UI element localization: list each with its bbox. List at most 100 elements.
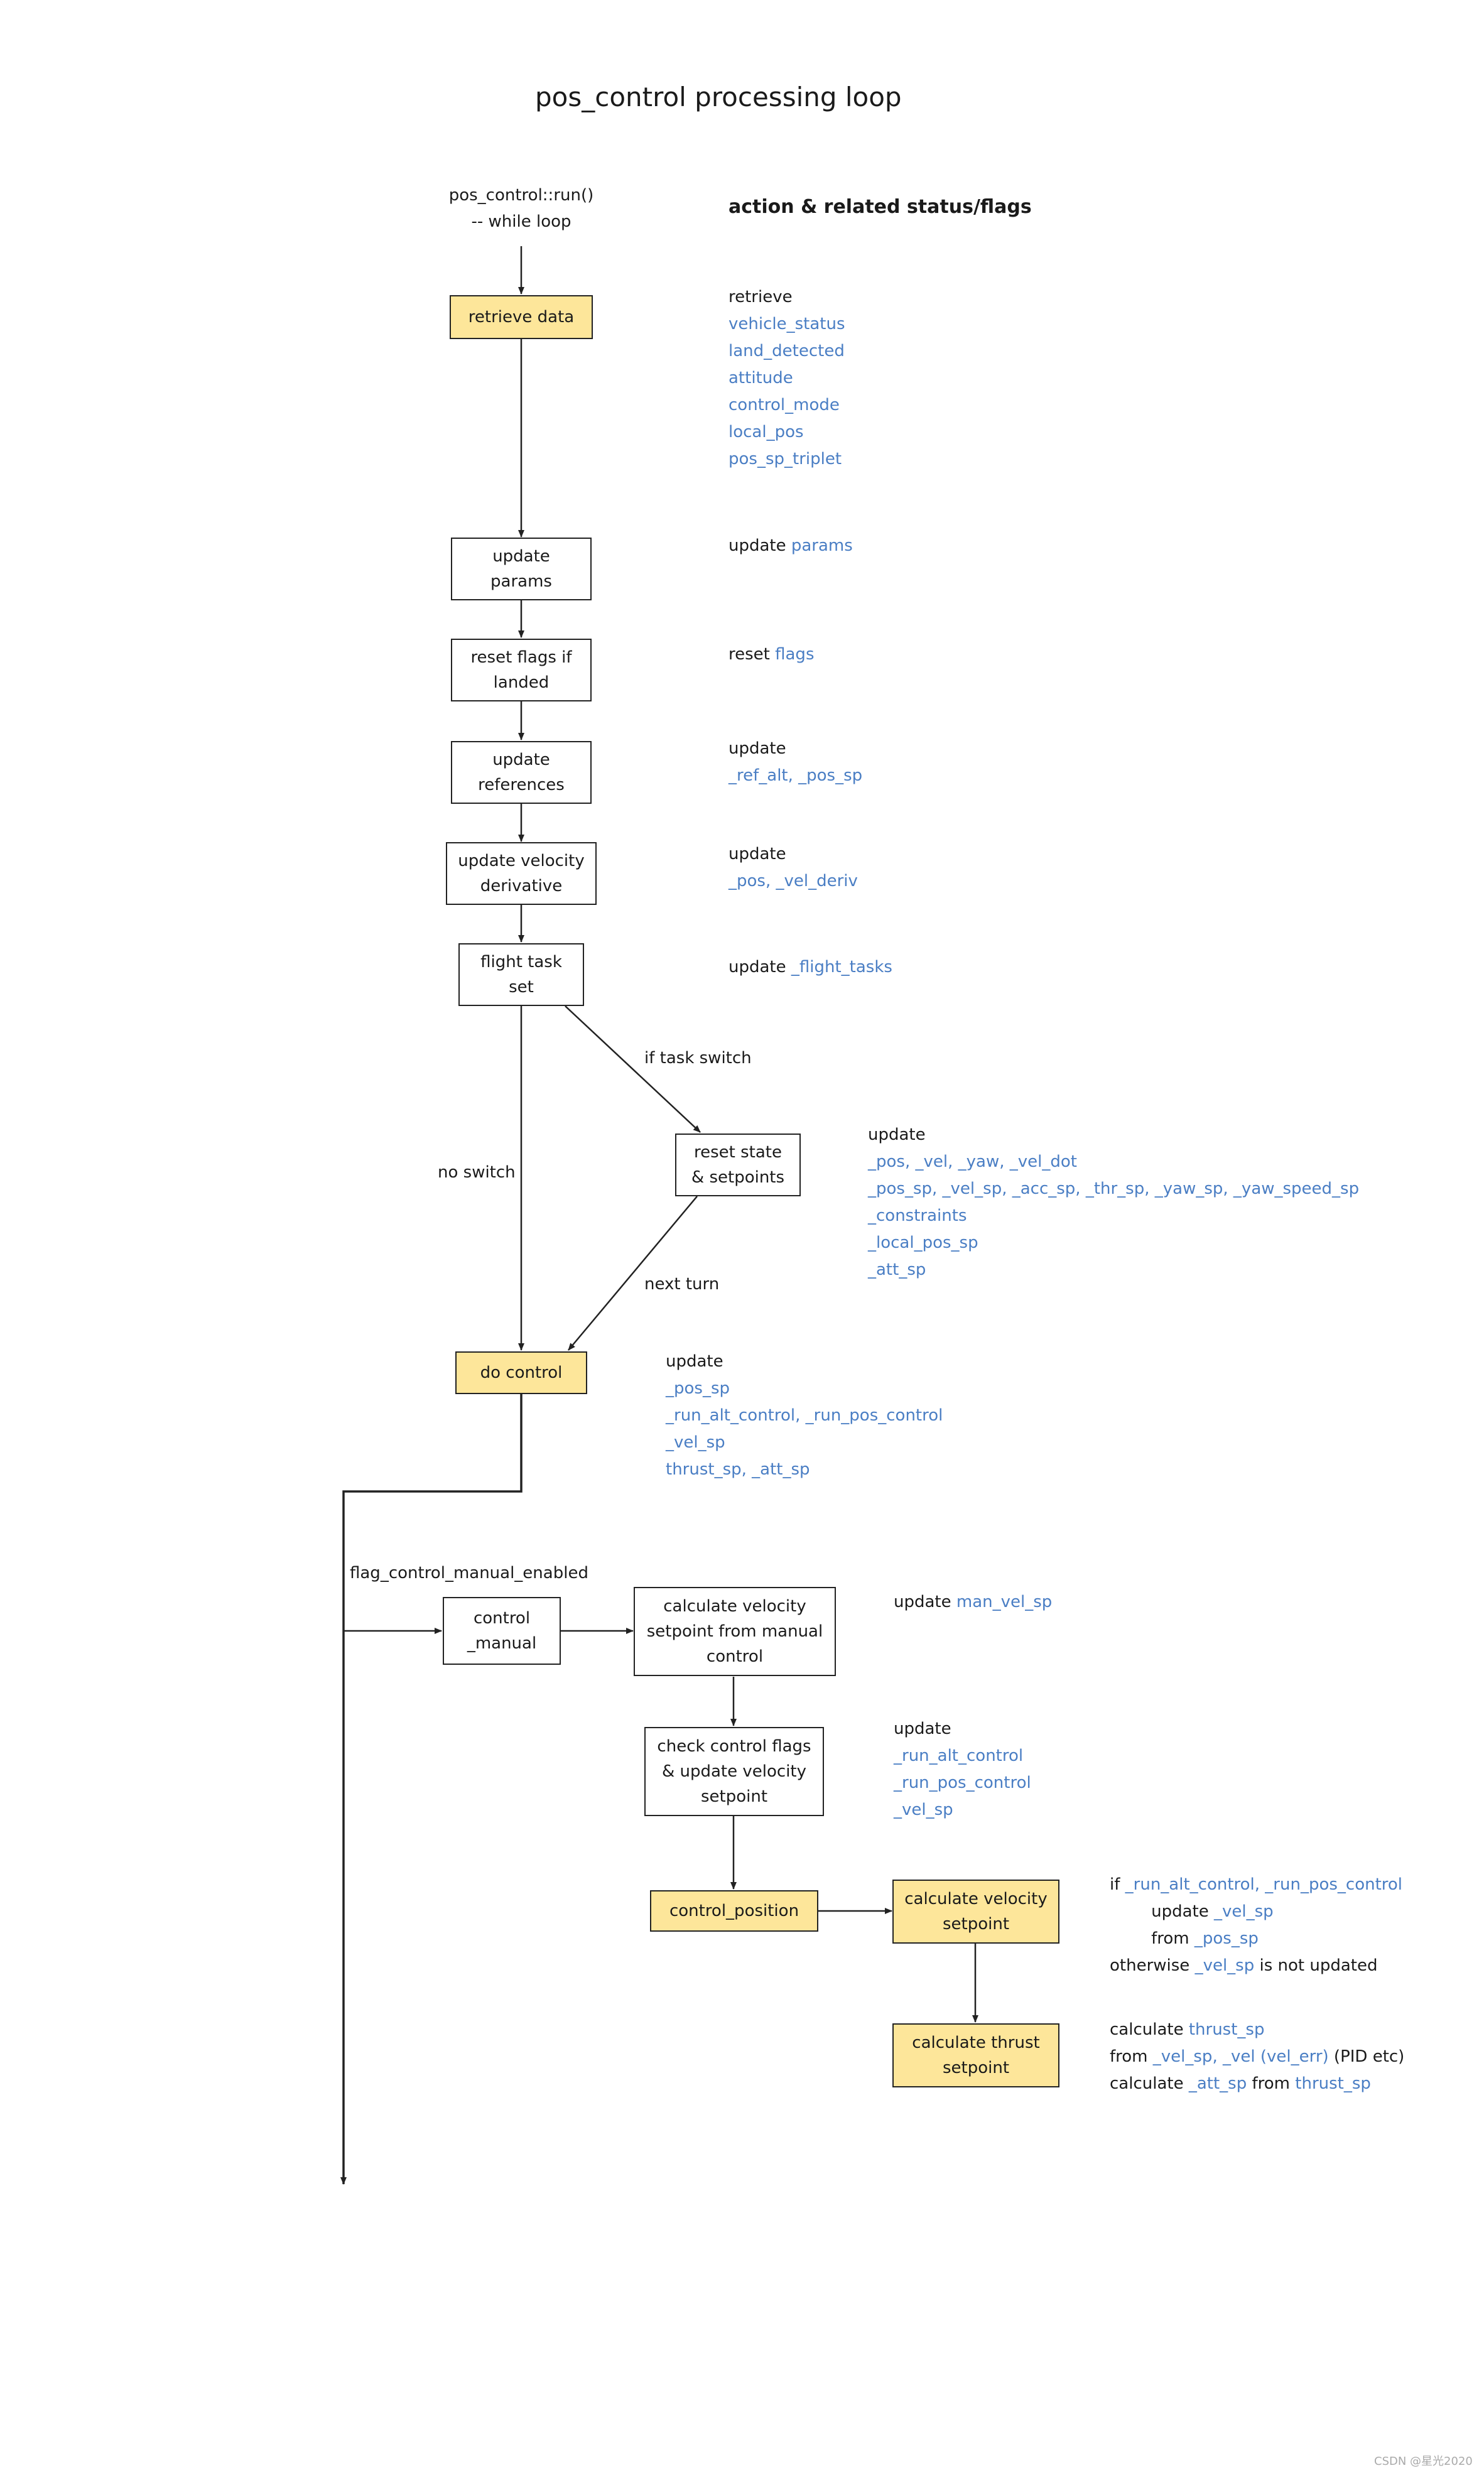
note-variable: pos_sp_triplet [728, 450, 842, 468]
note-variable: _att_sp [868, 1260, 926, 1279]
box-retrieve-data: retrieve data [450, 295, 593, 339]
box-reset-state-setpoints: reset state& setpoints [675, 1134, 801, 1196]
box-label-line: retrieve data [468, 308, 575, 327]
note-line: thrust_sp, _att_sp [666, 1456, 943, 1483]
note-variable: _run_alt_control [894, 1746, 1024, 1765]
note-line: from _vel_sp, _vel (vel_err) (PID etc) [1110, 2043, 1404, 2070]
label-no-switch: no switch [438, 1163, 516, 1182]
note-line: update _flight_tasks [728, 954, 892, 981]
note-line: land_detected [728, 338, 845, 365]
note-line: update [868, 1122, 1359, 1149]
box-label: update references [478, 747, 565, 798]
note-variable: _pos_sp [666, 1379, 730, 1398]
note-variable: thrust_sp [1188, 2020, 1265, 2039]
note-line: update params [728, 533, 853, 560]
box-label-line: reset state [694, 1143, 782, 1162]
note-variable: _pos, _vel, _yaw, _vel_dot [868, 1152, 1077, 1171]
box-label-line: setpoint [700, 1787, 768, 1806]
note-line: _run_alt_control, _run_pos_control [666, 1402, 943, 1429]
note-variable: _ref_alt, _pos_sp [728, 766, 863, 785]
note-line: _att_sp [868, 1257, 1359, 1284]
note-line: retrieve [728, 284, 845, 311]
start-line-2: -- while loop [471, 212, 571, 231]
edge-docontrol-down [340, 1394, 523, 2185]
box-label-line: calculate velocity [904, 1890, 1048, 1908]
note-text: reset [728, 645, 776, 664]
column-heading: action & related status/flags [728, 196, 1032, 218]
box-control-manual: control _manual [443, 1597, 561, 1665]
note-text: from [1110, 1929, 1194, 1948]
note-line: _run_alt_control [894, 1743, 1031, 1770]
note-params: update params [728, 533, 853, 560]
note-line: calculate _att_sp from thrust_sp [1110, 2070, 1404, 2097]
box-label-line: calculate thrust [912, 2033, 1040, 2052]
note-variable: control_mode [728, 396, 840, 414]
note-calc-velocity: if _run_alt_control, _run_pos_control up… [1110, 1871, 1402, 1979]
edge-task-switch [565, 1005, 701, 1133]
note-line: update _vel_sp [1110, 1898, 1402, 1925]
box-control-position: control_position [650, 1890, 818, 1932]
note-variable: flags [775, 645, 815, 664]
note-text: retrieve [728, 288, 793, 306]
note-line: control_mode [728, 392, 845, 419]
box-label-line: references [478, 776, 565, 794]
note-text: if [1110, 1875, 1125, 1894]
box-label: retrieve data [468, 305, 574, 330]
box-label-line: params [490, 572, 552, 591]
note-text: otherwise [1110, 1956, 1195, 1975]
note-variable: thrust_sp, _att_sp [666, 1460, 810, 1479]
note-line: vehicle_status [728, 311, 845, 338]
start-line-1: pos_control::run() [448, 186, 594, 205]
note-variable: vehicle_status [728, 315, 845, 333]
note-variable: _vel_sp [894, 1800, 953, 1819]
note-text: calculate [1110, 2074, 1189, 2093]
note-line: _constraints [868, 1203, 1359, 1230]
note-velocity-derivative: update_pos, _vel_deriv [728, 841, 858, 895]
box-label-line: derivative [480, 877, 563, 896]
note-variable: _run_pos_control [894, 1773, 1031, 1792]
label-if-task-switch: if task switch [644, 1049, 752, 1068]
box-label: control_position [669, 1898, 799, 1924]
note-line: if _run_alt_control, _run_pos_control [1110, 1871, 1402, 1898]
note-variable: params [791, 536, 853, 555]
note-variable: _flight_tasks [791, 958, 892, 977]
box-label-line: _manual [467, 1634, 537, 1653]
note-variable: land_detected [728, 342, 845, 360]
box-label: do control [480, 1360, 563, 1385]
note-line: calculate thrust_sp [1110, 2016, 1404, 2043]
note-variable: _pos_sp, _vel_sp, _acc_sp, _thr_sp, _yaw… [868, 1179, 1360, 1198]
note-variable: _pos_sp [1194, 1929, 1259, 1948]
note-variable: _vel_sp, _vel (vel_err) [1152, 2047, 1329, 2066]
note-line: _ref_alt, _pos_sp [728, 762, 862, 789]
note-text: update [728, 958, 791, 977]
note-line: from _pos_sp [1110, 1925, 1402, 1952]
note-line: _pos_sp, _vel_sp, _acc_sp, _thr_sp, _yaw… [868, 1176, 1359, 1203]
box-label-line: control [473, 1609, 531, 1628]
note-line: update man_vel_sp [894, 1589, 1052, 1616]
note-text: is not updated [1254, 1956, 1378, 1975]
note-text: update [728, 739, 786, 758]
note-man-vel: update man_vel_sp [894, 1589, 1052, 1616]
note-text: update [894, 1593, 956, 1611]
box-label-line: control [706, 1647, 764, 1666]
box-label: update velocity derivative [458, 848, 585, 899]
box-label-line: update [492, 750, 550, 769]
box-label-line: setpoint from manual [646, 1622, 823, 1641]
box-label-line: update velocity [458, 852, 585, 870]
label-flag-control-manual: flag_control_manual_enabled [350, 1564, 588, 1583]
note-variable: _vel_sp [1194, 1956, 1255, 1975]
note-text: from [1110, 2047, 1153, 2066]
note-text: update [666, 1352, 723, 1371]
note-text: update [728, 536, 791, 555]
